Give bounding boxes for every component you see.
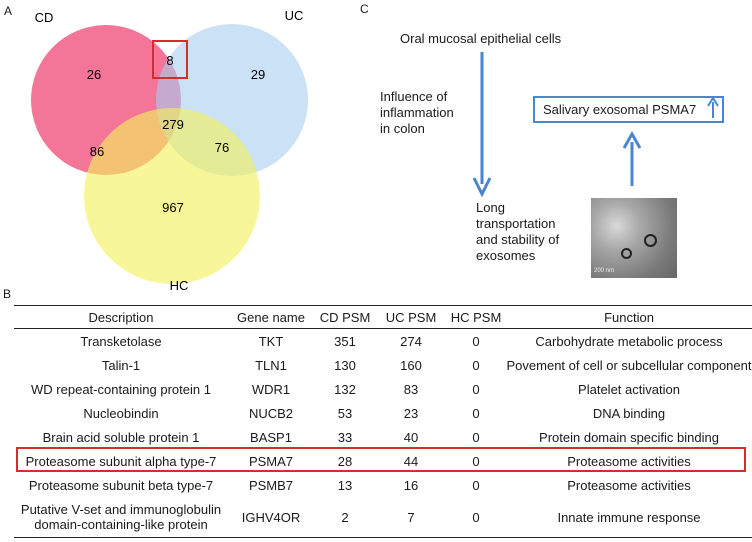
oral-cells-text: Oral mucosal epithelial cells: [400, 31, 562, 46]
panel-c-letter: C: [360, 2, 369, 16]
cell-gene: IGHV4OR: [241, 509, 301, 525]
scale-bar-label: 200 nm: [594, 268, 615, 274]
cell-function: DNA binding: [592, 405, 666, 421]
panel-c-arrows: [472, 52, 719, 198]
cell-uc-psm: 274: [400, 333, 422, 349]
cell-hc-psm: 0: [472, 381, 480, 397]
cell-gene: TLN1: [255, 357, 287, 373]
cell-uc-psm: 40: [403, 429, 419, 445]
count-cd-only: 26: [87, 67, 101, 82]
hc-circle: [84, 108, 260, 284]
venn-diagram: CD UC HC 26 8 29 279 86 76 967: [31, 8, 308, 293]
cell-description: Nucleobindin: [83, 405, 159, 421]
influence-line-2: inflammation: [380, 105, 454, 120]
cell-gene: PSMB7: [248, 477, 294, 493]
panel-b-letter: B: [3, 287, 12, 301]
cell-uc-psm: 83: [403, 381, 419, 397]
count-uc-hc: 76: [215, 140, 229, 155]
count-all: 279: [162, 117, 184, 132]
table-header-row: Description Gene name CD PSM UC PSM HC P…: [14, 305, 752, 329]
cell-gene: TKT: [258, 333, 284, 349]
table-row: Brain acid soluble protein 1 BASP1 33 40…: [14, 425, 752, 449]
cell-gene: PSMA7: [248, 453, 294, 469]
table-row: Putative V-set and immunoglobulin domain…: [14, 497, 752, 538]
header-cd-psm: CD PSM: [319, 309, 371, 325]
cell-cd-psm: 2: [341, 509, 349, 525]
cell-description: Brain acid soluble protein 1: [42, 429, 200, 445]
cell-uc-psm: 7: [407, 509, 415, 525]
cell-function: Protein domain specific binding: [539, 429, 719, 445]
cell-function: Proteasome activities: [567, 453, 691, 469]
psma7-label: Salivary exosomal PSMA7: [543, 102, 697, 117]
cell-function: Innate immune response: [557, 509, 701, 525]
cell-cd-psm: 53: [337, 405, 353, 421]
table-row: WD repeat-containing protein 1 WDR1 132 …: [14, 377, 752, 401]
influence-line-1: Influence of: [380, 89, 448, 104]
transport-line-1: Long: [476, 200, 505, 215]
header-uc-psm: UC PSM: [385, 309, 437, 325]
up-arrow-head: [622, 130, 642, 149]
count-hc-only: 967: [162, 200, 184, 215]
count-cd-uc: 8: [166, 53, 173, 68]
psma7-box: Salivary exosomal PSMA7: [533, 96, 724, 123]
cell-hc-psm: 0: [472, 509, 480, 525]
cell-uc-psm: 16: [403, 477, 419, 493]
table-row: Proteasome subunit beta type-7 PSMB7 13 …: [14, 473, 752, 497]
small-up-arrow-head: [707, 96, 719, 107]
cell-gene: WDR1: [251, 381, 291, 397]
count-uc-only: 29: [251, 67, 265, 82]
cell-uc-psm: 44: [403, 453, 419, 469]
transport-line-3: and stability of: [476, 232, 560, 247]
cell-hc-psm: 0: [472, 405, 480, 421]
protein-table: Description Gene name CD PSM UC PSM HC P…: [14, 305, 752, 538]
cell-function: Povement of cell or subcellular componen…: [506, 357, 752, 373]
cell-function: Platelet activation: [578, 381, 680, 397]
cell-description: Putative V-set and immunoglobulin domain…: [20, 502, 222, 532]
down-arrow-head: [472, 177, 492, 198]
exosome-micrograph: 200 nm: [591, 198, 677, 278]
exosome-vesicle: [644, 234, 657, 247]
cell-hc-psm: 0: [472, 357, 480, 373]
cell-description: WD repeat-containing protein 1: [31, 381, 211, 397]
table-row: Talin-1 TLN1 130 160 0 Povement of cell …: [14, 353, 752, 377]
cell-description: Proteasome subunit alpha type-7: [25, 453, 217, 469]
cell-description: Proteasome subunit beta type-7: [28, 477, 214, 493]
cell-function: Carbohydrate metabolic process: [535, 333, 723, 349]
header-function: Function: [604, 309, 654, 325]
header-gene-name: Gene name: [237, 309, 305, 325]
uc-label: UC: [285, 8, 304, 23]
header-description: Description: [88, 309, 154, 325]
transport-line-4: exosomes: [476, 248, 536, 263]
highlight-box: [152, 40, 188, 79]
exosome-vesicle: [621, 248, 632, 259]
cell-cd-psm: 130: [334, 357, 356, 373]
influence-line-3: in colon: [380, 121, 425, 136]
hc-label: HC: [170, 278, 189, 293]
cell-hc-psm: 0: [472, 453, 480, 469]
cell-gene: BASP1: [250, 429, 292, 445]
transport-line-2: transportation: [476, 216, 556, 231]
cell-hc-psm: 0: [472, 333, 480, 349]
cell-cd-psm: 351: [334, 333, 356, 349]
table-row-highlighted: Proteasome subunit alpha type-7 PSMA7 28…: [14, 449, 752, 473]
cd-label: CD: [35, 10, 54, 25]
cell-function: Proteasome activities: [567, 477, 691, 493]
psma7-row-highlight: [16, 447, 746, 472]
cell-cd-psm: 132: [334, 381, 356, 397]
cell-cd-psm: 28: [337, 453, 353, 469]
cell-uc-psm: 160: [400, 357, 422, 373]
cell-cd-psm: 13: [337, 477, 353, 493]
panel-a-letter: A: [4, 4, 13, 18]
cell-uc-psm: 23: [403, 405, 419, 421]
cell-gene: NUCB2: [248, 405, 294, 421]
cell-hc-psm: 0: [472, 429, 480, 445]
table-row: Nucleobindin NUCB2 53 23 0 DNA binding: [14, 401, 752, 425]
table-row: Transketolase TKT 351 274 0 Carbohydrate…: [14, 329, 752, 354]
cell-cd-psm: 33: [337, 429, 353, 445]
cell-description: Talin-1: [101, 357, 141, 373]
header-hc-psm: HC PSM: [450, 309, 502, 325]
cell-description: Transketolase: [80, 333, 162, 349]
count-cd-hc: 86: [90, 144, 104, 159]
cell-hc-psm: 0: [472, 477, 480, 493]
